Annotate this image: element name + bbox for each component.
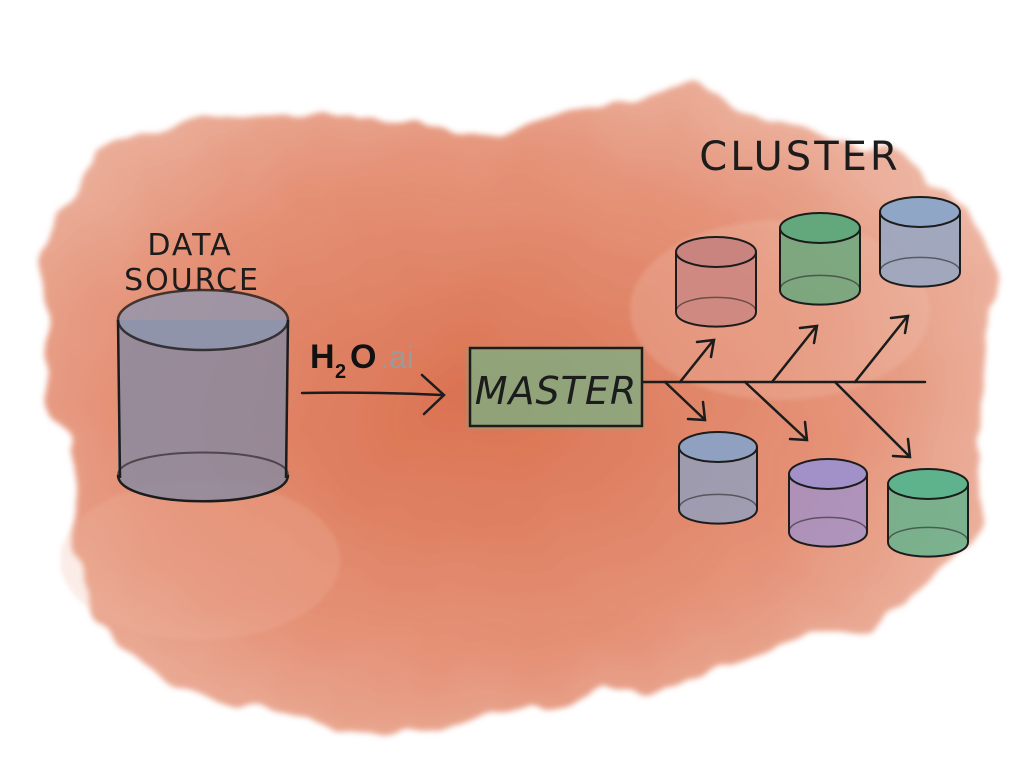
data-source-to-master-arrow (300, 373, 446, 416)
master-node: MASTER (468, 346, 644, 428)
logo-o: O (350, 338, 376, 376)
h2o-logo: H 2 O .ai (310, 338, 414, 383)
master-label: MASTER (475, 369, 638, 413)
cluster-node-cylinder (887, 468, 969, 558)
cluster-node-cylinder (678, 431, 758, 525)
data-source-label-line1: DATA (147, 228, 232, 263)
cluster-node-cylinder (779, 212, 861, 306)
cluster-nodes (675, 196, 969, 558)
logo-ai: .ai (380, 339, 414, 375)
data-source-cylinder (116, 288, 290, 503)
cluster-node-cylinder (675, 236, 757, 328)
cluster-node-cylinder (879, 196, 961, 288)
logo-h: H (310, 338, 335, 376)
cluster-connections (641, 314, 927, 459)
cluster-label: CLUSTER (699, 134, 900, 180)
cluster-node-cylinder (788, 458, 868, 548)
logo-subscript-2: 2 (335, 361, 346, 383)
